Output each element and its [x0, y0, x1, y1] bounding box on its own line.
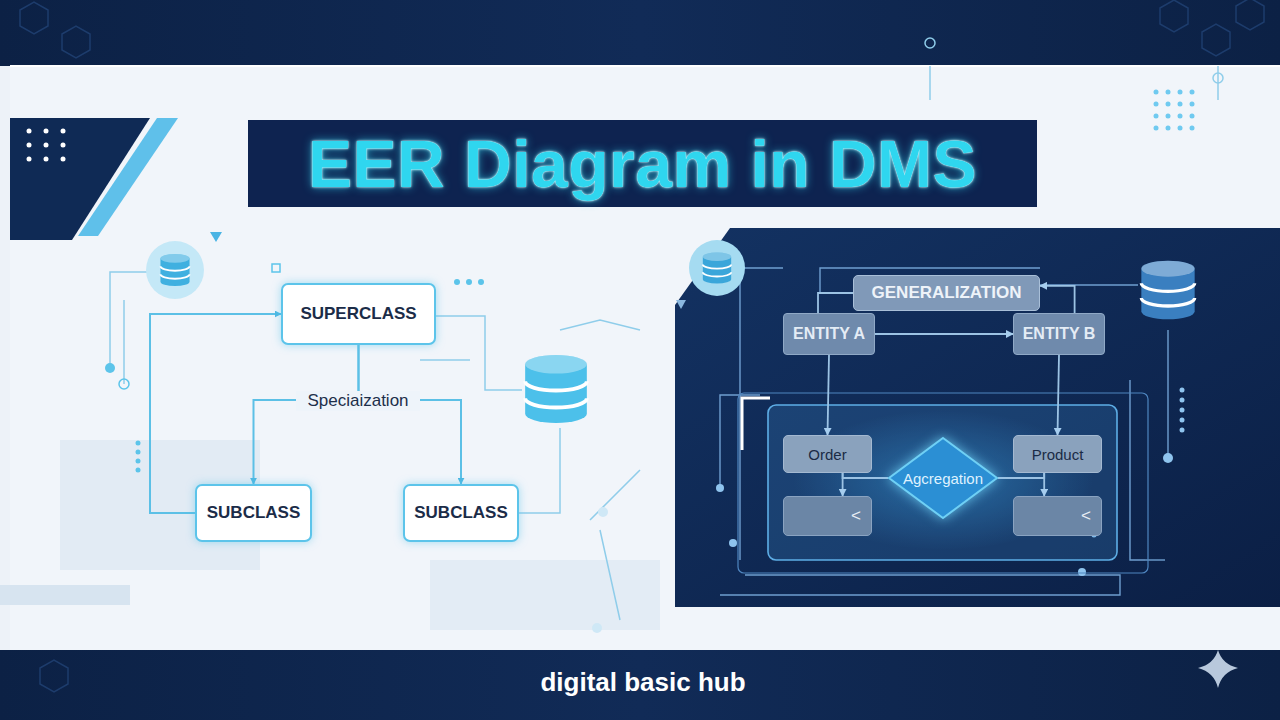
panel-dot [716, 388, 1185, 577]
node-text: GENERALIZATION [872, 283, 1022, 303]
connector [842, 473, 844, 496]
connector [875, 333, 1013, 335]
title-band: EER Diagram in DMS [248, 120, 1037, 207]
circuit-line [110, 66, 1218, 620]
dot-grid [1154, 90, 1195, 131]
subclass-box: SUBCLASS [403, 484, 519, 542]
database-icon [525, 355, 587, 423]
node-text: SUBCLASS [414, 503, 508, 523]
connector [254, 345, 359, 484]
order-box: Order [783, 435, 872, 473]
icon-disc [689, 240, 745, 296]
connector [998, 473, 1044, 478]
caption: digital basic hub [340, 667, 946, 698]
node-text: < [851, 506, 861, 526]
circuit-node [105, 38, 1223, 633]
dark-panel [675, 228, 1280, 607]
aggregation-frame [768, 405, 1117, 560]
node-text: SUBCLASS [207, 503, 301, 523]
stub-box: < [783, 496, 872, 536]
icon-disc [146, 241, 204, 299]
triangle-mark [676, 300, 686, 309]
sparkle [1198, 650, 1238, 688]
triangle-mark [210, 232, 222, 242]
dot-grid [27, 129, 66, 162]
generalization-box: GENERALIZATION [853, 275, 1040, 311]
node-text: Agcregation [903, 470, 983, 487]
superclass-box: SUPERCLASS [281, 283, 436, 345]
node-text: ENTITY B [1023, 325, 1096, 343]
database-icon [1141, 261, 1194, 320]
connector [818, 293, 853, 313]
light-area [10, 66, 1280, 650]
product-box: Product [1013, 435, 1102, 473]
entity-box: ENTITY B [1013, 313, 1105, 355]
top-band [0, 0, 1280, 66]
bottom-band [0, 650, 1280, 720]
node-text: SUPERCLASS [300, 304, 416, 324]
connector [1058, 355, 1060, 435]
database-icon [703, 252, 731, 283]
aggregation-diamond: Agcregation [888, 437, 998, 519]
node-text: ENTITY A [793, 325, 865, 343]
soft-block [0, 585, 130, 605]
soft-block [430, 560, 660, 630]
title: EER Diagram in DMS [308, 126, 977, 202]
entity-box: ENTITY A [783, 313, 875, 355]
outer-frame [738, 393, 1148, 573]
connector [843, 473, 888, 478]
connector [359, 345, 462, 484]
stub-box: < [1013, 496, 1102, 536]
connector [1043, 473, 1045, 496]
connector [1040, 286, 1075, 313]
node-text: < [1081, 506, 1091, 526]
specialization-label: Speciaization [296, 391, 420, 411]
connector [828, 355, 830, 435]
bracket-mark [742, 398, 770, 450]
corner-stripe [78, 118, 178, 236]
node-text: Order [808, 446, 846, 463]
node-text: Product [1032, 446, 1084, 463]
band-edge [10, 65, 1280, 67]
panel-line [720, 268, 1168, 595]
subclass-box: SUBCLASS [195, 484, 312, 542]
database-icon [160, 254, 189, 286]
diamond-shape [889, 438, 997, 518]
